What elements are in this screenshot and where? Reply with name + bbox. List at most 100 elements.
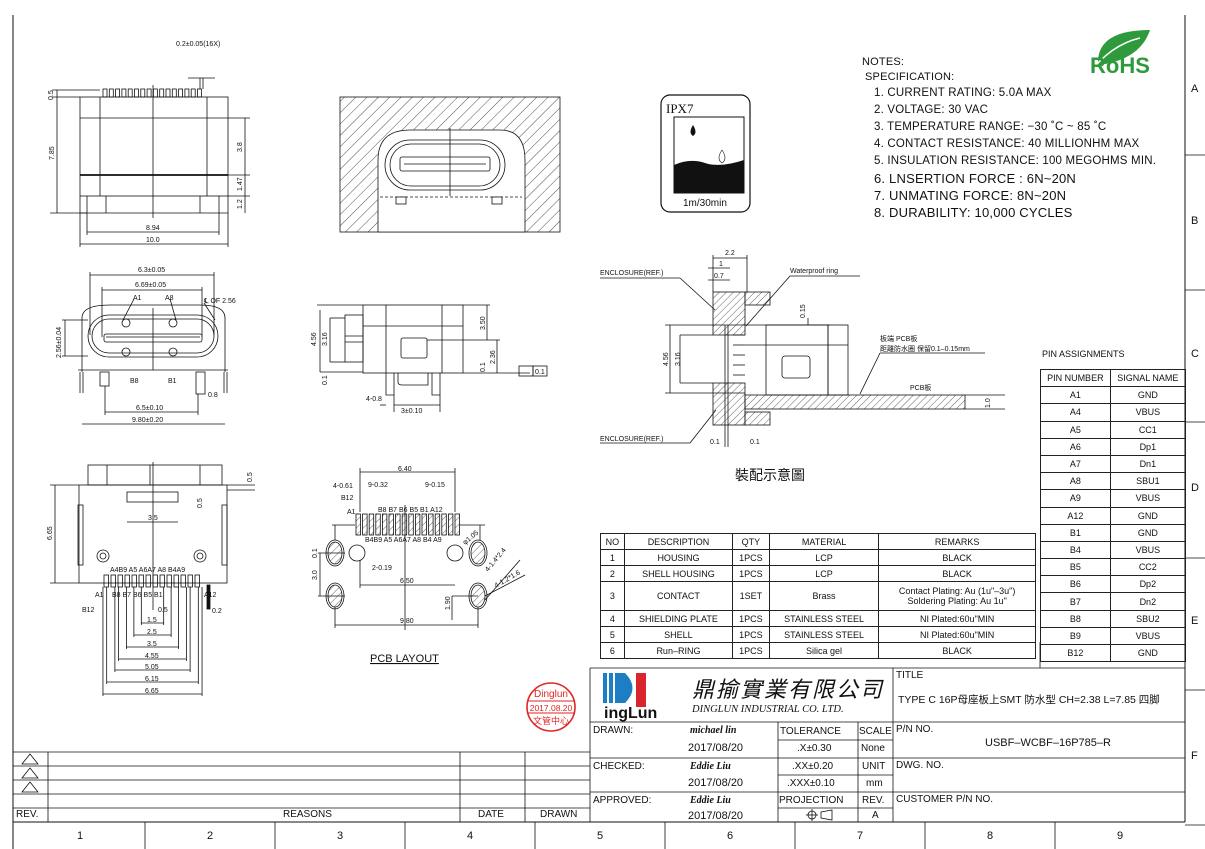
- part-number: USBF–WCBF–16P785–R: [985, 737, 1111, 749]
- contact-pin: [190, 88, 196, 98]
- bom-row-cell: 5: [600, 626, 625, 643]
- zone-column-label: 6: [727, 830, 734, 842]
- water-drop-icon: [690, 125, 696, 136]
- approved-by: Eddie Liu: [690, 795, 731, 806]
- bom-row-cell: LCP: [768, 565, 880, 582]
- pin-row-cell: B7: [1040, 592, 1111, 611]
- pin-row-cell: Dp2: [1109, 575, 1187, 594]
- dim-label: 9-0.32: [368, 482, 388, 489]
- pin-assignments-title: PIN ASSIGNMENTS: [1042, 349, 1125, 359]
- assembly-labels: ENCLOSURE(REF.) Waterproof ring 2.2 1 0.…: [600, 250, 992, 483]
- pin-row-cell: B5: [1040, 558, 1111, 577]
- dim-label: 0.2: [212, 608, 222, 615]
- pin-row-cell: Dn2: [1109, 592, 1187, 611]
- contact-pin: [184, 88, 190, 98]
- zone-column-label: 1: [77, 830, 84, 842]
- pcb-pad: [434, 513, 441, 536]
- zone-row-label: E: [1191, 615, 1199, 627]
- pin-row-cell: Dn1: [1109, 454, 1187, 474]
- pin-row-cell: VBUS: [1109, 540, 1187, 560]
- dim-label: 0.2±0.05(16X): [176, 41, 220, 48]
- dim-label: 1.5: [147, 617, 157, 624]
- approval-stamp: Dinglun 2017.08.20 文管中心: [526, 682, 576, 732]
- revision-triangle-icon: [21, 753, 39, 793]
- bom-row-cell: 1SET: [732, 581, 770, 611]
- dim-label: 3.16: [322, 332, 329, 346]
- title-label: TITLE: [896, 670, 924, 681]
- dim-label: 0.5: [48, 90, 55, 100]
- dim-label: 0.5: [158, 607, 168, 614]
- panel-cutout-view: [339, 96, 561, 233]
- dim-label: 3.16: [675, 352, 682, 366]
- pin-label-row: B4B9 A5 A6A7 A8 B4 A9: [365, 537, 442, 544]
- dim-label: 0.15: [800, 304, 807, 318]
- pin-row-cell: A8: [1040, 472, 1111, 491]
- zone-column-label: 4: [467, 830, 474, 842]
- stamp-date: 2017.08.20: [530, 703, 573, 713]
- front-view-dimensions: 0.2±0.05(16X) 0.5 7.85 3.8 1.47 1.2 8.94…: [48, 41, 244, 244]
- dim-label: 3.5: [147, 641, 157, 648]
- contact-pin: [152, 88, 158, 98]
- bom-row-cell: CONTACT: [623, 581, 734, 611]
- contact-pin: [121, 88, 127, 98]
- pin-row-cell: A4: [1040, 403, 1111, 422]
- dim-label: 6.50: [400, 578, 414, 585]
- contact-pin: [115, 88, 120, 98]
- dim-label: A1: [133, 295, 142, 302]
- pin-row-cell: A6: [1040, 437, 1111, 456]
- contact-pin: [103, 574, 109, 588]
- contact-pin: [152, 574, 158, 588]
- bom-row-cell: SHELL: [623, 626, 734, 643]
- contact-pin: [134, 88, 139, 98]
- contact-pin: [187, 574, 193, 588]
- bom-row-cell: 1PCS: [732, 610, 770, 627]
- stamp-text: Dinglun: [534, 689, 568, 700]
- waterproof-ring-label: Waterproof ring: [790, 268, 838, 275]
- dim-label: 6.40: [398, 466, 412, 473]
- contact-pin: [110, 574, 116, 588]
- assembly-view: [600, 255, 1005, 447]
- company-logo: ingLun: [603, 673, 657, 722]
- dim-label: 4-0.61: [333, 483, 353, 490]
- pin-row-cell: GND: [1109, 523, 1187, 542]
- dim-label: 3.8: [237, 142, 244, 152]
- dim-label: 3.5: [148, 515, 158, 522]
- dim-label: 9-0.15: [425, 482, 445, 489]
- front-view: [50, 77, 250, 247]
- title-block-frame: [590, 642, 1185, 822]
- bom-header-row-cell: NO: [600, 533, 625, 550]
- notes-heading: NOTES:: [862, 56, 905, 68]
- drawn-by: michael lin: [690, 725, 737, 736]
- zone-row-label: B: [1191, 215, 1199, 227]
- pin-row-cell: SBU1: [1109, 472, 1187, 491]
- bom-row-cell: NI Plated:60u"MIN: [878, 610, 1036, 627]
- rev-value: A: [872, 810, 879, 821]
- pin-label: B12: [341, 495, 354, 502]
- pin-row-cell: B9: [1040, 626, 1111, 646]
- contact-pin: [180, 574, 186, 588]
- zone-column-label: 5: [597, 830, 604, 842]
- note-item: 2. VOLTAGE: 30 VAC: [874, 104, 989, 116]
- contact-pin: [117, 574, 123, 588]
- bom-row-cell: Brass: [768, 581, 880, 611]
- pin-label-row: B8 B7 B6 B5 B1 A12: [378, 507, 443, 514]
- dim-label: 3±0.10: [401, 408, 422, 415]
- pin-row-cell: GND: [1109, 506, 1187, 525]
- dim-label: 6.15: [145, 676, 159, 683]
- dim-label: 4-1.4*2.4: [484, 547, 508, 573]
- pcb-layout-view: [318, 468, 526, 630]
- dim-label: 1.0: [985, 398, 992, 408]
- note-item: 1. CURRENT RATING: 5.0A MAX: [874, 87, 1052, 99]
